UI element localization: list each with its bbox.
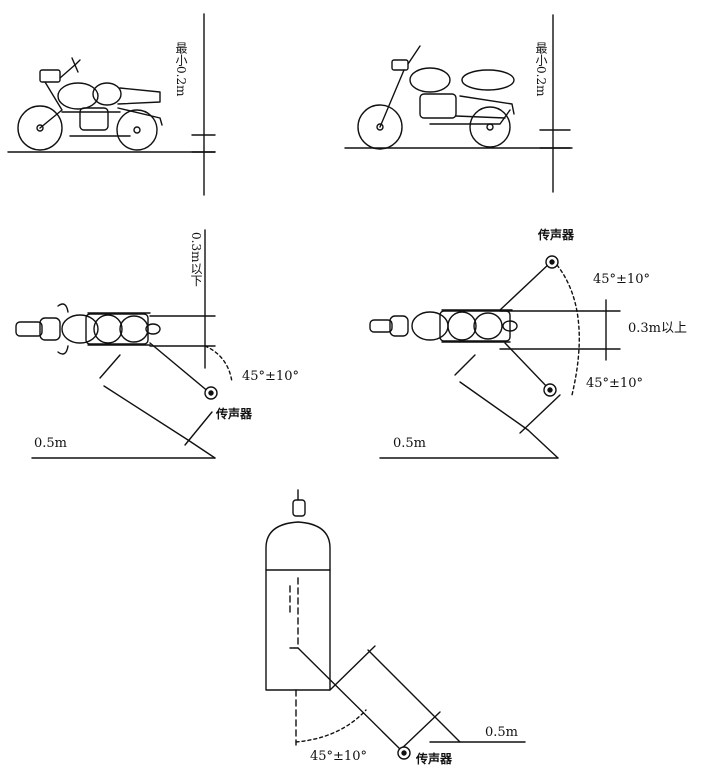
motorcycle-top-view-1 xyxy=(15,303,161,355)
microphone-icon-2 xyxy=(545,255,559,269)
motorcycle-front-view xyxy=(265,489,331,746)
angle-label-2b: 45°±10° xyxy=(586,376,643,391)
distance-label-1: 0.5m xyxy=(34,436,68,451)
motorcycle-top-view-2 xyxy=(369,309,518,343)
mic-geometry-3 xyxy=(295,645,526,753)
microphone-label-2: 传声器 xyxy=(538,228,575,242)
distance-label-2: 0.5m xyxy=(393,436,427,451)
offset-dimension-2 xyxy=(499,299,621,361)
max-height-label: 0.3m以下 xyxy=(189,232,203,287)
distance-label-3: 0.5m xyxy=(485,725,519,740)
mic-geometry-2 xyxy=(379,262,580,459)
microphone-icon-4 xyxy=(397,746,411,760)
height-dimension-3 xyxy=(149,229,216,369)
microphone-label-1: 传声器 xyxy=(216,407,253,421)
min-height-label-2: 最小0.2m xyxy=(534,42,548,97)
microphone-icon-3 xyxy=(543,383,557,397)
mic-geometry-1 xyxy=(31,342,233,459)
min-offset-label: 0.3m以上 xyxy=(628,321,688,336)
angle-label-1: 45°±10° xyxy=(242,369,299,384)
angle-label-3: 45°±10° xyxy=(310,749,367,764)
height-dimension-2 xyxy=(539,14,571,193)
motorcycle-side-view-2 xyxy=(344,45,573,150)
microphone-icon-1 xyxy=(204,386,218,400)
height-dimension-1 xyxy=(191,13,216,196)
min-height-label-1: 最小0.2m xyxy=(174,42,188,97)
microphone-label-3: 传声器 xyxy=(416,752,453,766)
angle-label-2a: 45°±10° xyxy=(593,272,650,287)
motorcycle-side-view-1 xyxy=(7,57,216,153)
